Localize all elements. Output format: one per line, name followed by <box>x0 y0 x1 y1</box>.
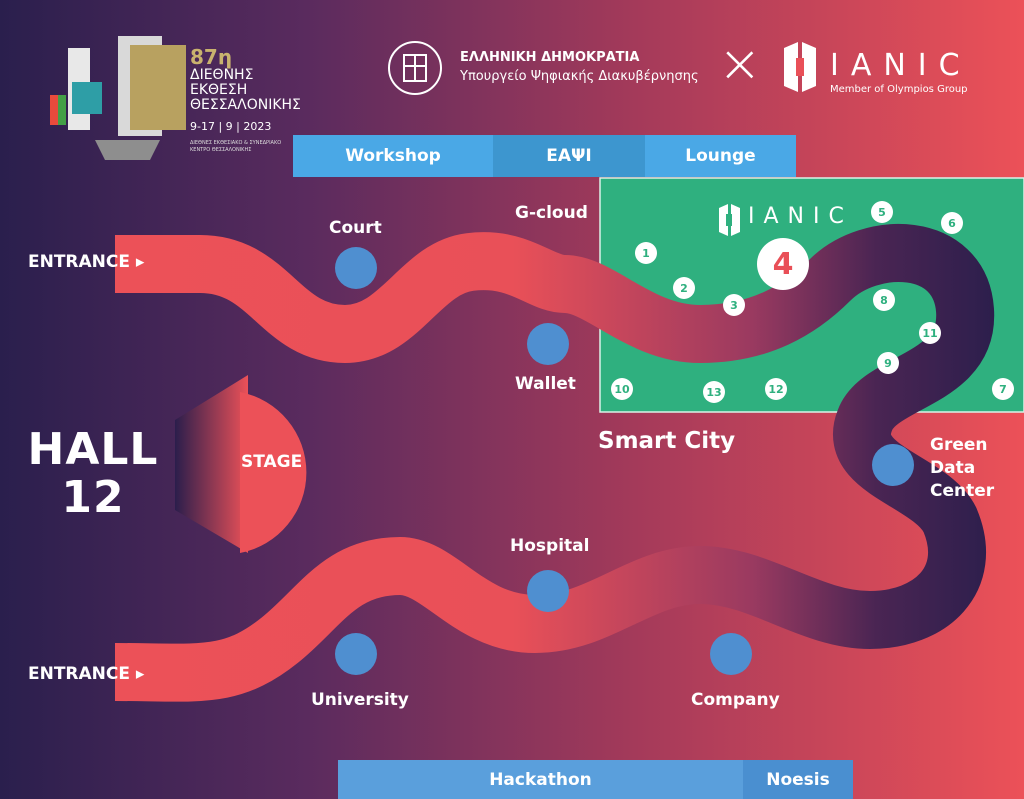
hall-title: HALL 12 <box>20 426 166 522</box>
stage-shape <box>240 392 307 553</box>
ianic-area-logo: IANIC <box>748 204 853 229</box>
green-data-center-line1: Green <box>930 435 988 455</box>
gcloud-label: G-cloud <box>515 203 588 223</box>
lounge-label: Lounge <box>685 146 756 166</box>
university-marker[interactable] <box>335 633 377 675</box>
hall-number: 12 <box>61 472 125 523</box>
ianic-logo: IANIC Member of Olympios Group <box>830 48 972 96</box>
green-data-center-line2: Data <box>930 458 976 478</box>
ianic-tagline: Member of Olympios Group <box>830 84 968 95</box>
court-label: Court <box>329 218 382 238</box>
lounge-zone[interactable]: Lounge <box>645 135 796 177</box>
ianic-area-logo-mark-icon <box>719 204 740 236</box>
company-marker[interactable] <box>710 633 752 675</box>
gov-subtitle: Υπουργείο Ψηφιακής Διακυβέρνησης <box>460 69 699 84</box>
stage-label: STAGE <box>241 452 303 472</box>
booth-3[interactable]: 3 <box>723 294 745 316</box>
ianic-logo-mark-icon <box>784 42 816 92</box>
university-label: University <box>311 690 409 710</box>
gov-title: ΕΛΛΗΝΙΚΗ ΔΗΜΟΚΡΑΤΙΑ <box>460 50 640 65</box>
fair-logo-art <box>50 36 186 160</box>
wallet-label: Wallet <box>515 374 576 394</box>
booth-1[interactable]: 1 <box>635 242 657 264</box>
booth-6[interactable]: 6 <box>941 212 963 234</box>
entrance-top[interactable]: ENTRANCE ▸ <box>28 252 145 272</box>
smart-city-label: Smart City <box>598 428 736 454</box>
government-logo: ΕΛΛΗΝΙΚΗ ΔΗΜΟΚΡΑΤΙΑ Υπουργείο Ψηφιακής Δ… <box>460 50 699 84</box>
green-data-center-marker[interactable] <box>872 444 914 486</box>
hall-word: HALL <box>27 424 159 475</box>
stage-ramp <box>175 375 248 553</box>
fair-logo: 87η ΔΙΕΘΝΗΣ ΕΚΘΕΣΗ ΘΕΣΣΑΛΟΝΙΚΗΣ 9-17 | 9… <box>190 46 301 154</box>
workshop-zone[interactable]: Workshop <box>293 135 493 177</box>
fair-name-line1: ΔΙΕΘΝΗΣ <box>190 67 254 83</box>
booth-8[interactable]: 8 <box>873 289 895 311</box>
fair-dates: 9-17 | 9 | 2023 <box>190 120 272 133</box>
eapsi-label: ΕΑΨΙ <box>546 146 592 166</box>
booth-7[interactable]: 7 <box>992 378 1014 400</box>
green-data-center-label: Green Data Center <box>930 434 994 503</box>
ianic-name: IANIC <box>830 48 972 83</box>
hackathon-zone[interactable]: Hackathon <box>338 760 743 799</box>
court-marker[interactable] <box>335 247 377 289</box>
ianic-area-badge[interactable]: 4 <box>757 238 809 290</box>
green-data-center-line3: Center <box>930 481 995 501</box>
eapsi-zone[interactable]: ΕΑΨΙ <box>493 135 645 177</box>
booth-12[interactable]: 12 <box>765 378 787 400</box>
walkway-path <box>114 224 995 702</box>
noesis-zone[interactable]: Noesis <box>743 760 853 799</box>
greek-emblem-icon <box>388 41 442 95</box>
company-label: Company <box>691 690 780 710</box>
booth-11[interactable]: 11 <box>919 322 941 344</box>
hospital-marker[interactable] <box>527 570 569 612</box>
booth-2[interactable]: 2 <box>673 277 695 299</box>
fair-edition: 87η <box>190 45 233 69</box>
hospital-label: Hospital <box>510 536 590 556</box>
wallet-marker[interactable] <box>527 323 569 365</box>
workshop-label: Workshop <box>345 146 441 166</box>
booth-10[interactable]: 10 <box>611 378 633 400</box>
noesis-label: Noesis <box>766 769 830 790</box>
entrance-bottom[interactable]: ENTRANCE ▸ <box>28 664 145 684</box>
hackathon-label: Hackathon <box>489 769 592 790</box>
fair-venue-line1: ΔΙΕΘΝΕΣ ΕΚΘΕΣΙΑΚΟ & ΣΥΝΕΔΡΙΑΚΟ <box>190 140 282 146</box>
fair-name-line3: ΘΕΣΣΑΛΟΝΙΚΗΣ <box>190 97 301 113</box>
booth-9[interactable]: 9 <box>877 352 899 374</box>
fair-venue-line2: ΚΕΝΤΡΟ ΘΕΣΣΑΛΟΝΙΚΗΣ <box>190 147 252 153</box>
booth-5[interactable]: 5 <box>871 201 893 223</box>
booth-13[interactable]: 13 <box>703 381 725 403</box>
cross-symbol: × <box>718 34 762 94</box>
fair-name-line2: ΕΚΘΕΣΗ <box>190 82 248 98</box>
